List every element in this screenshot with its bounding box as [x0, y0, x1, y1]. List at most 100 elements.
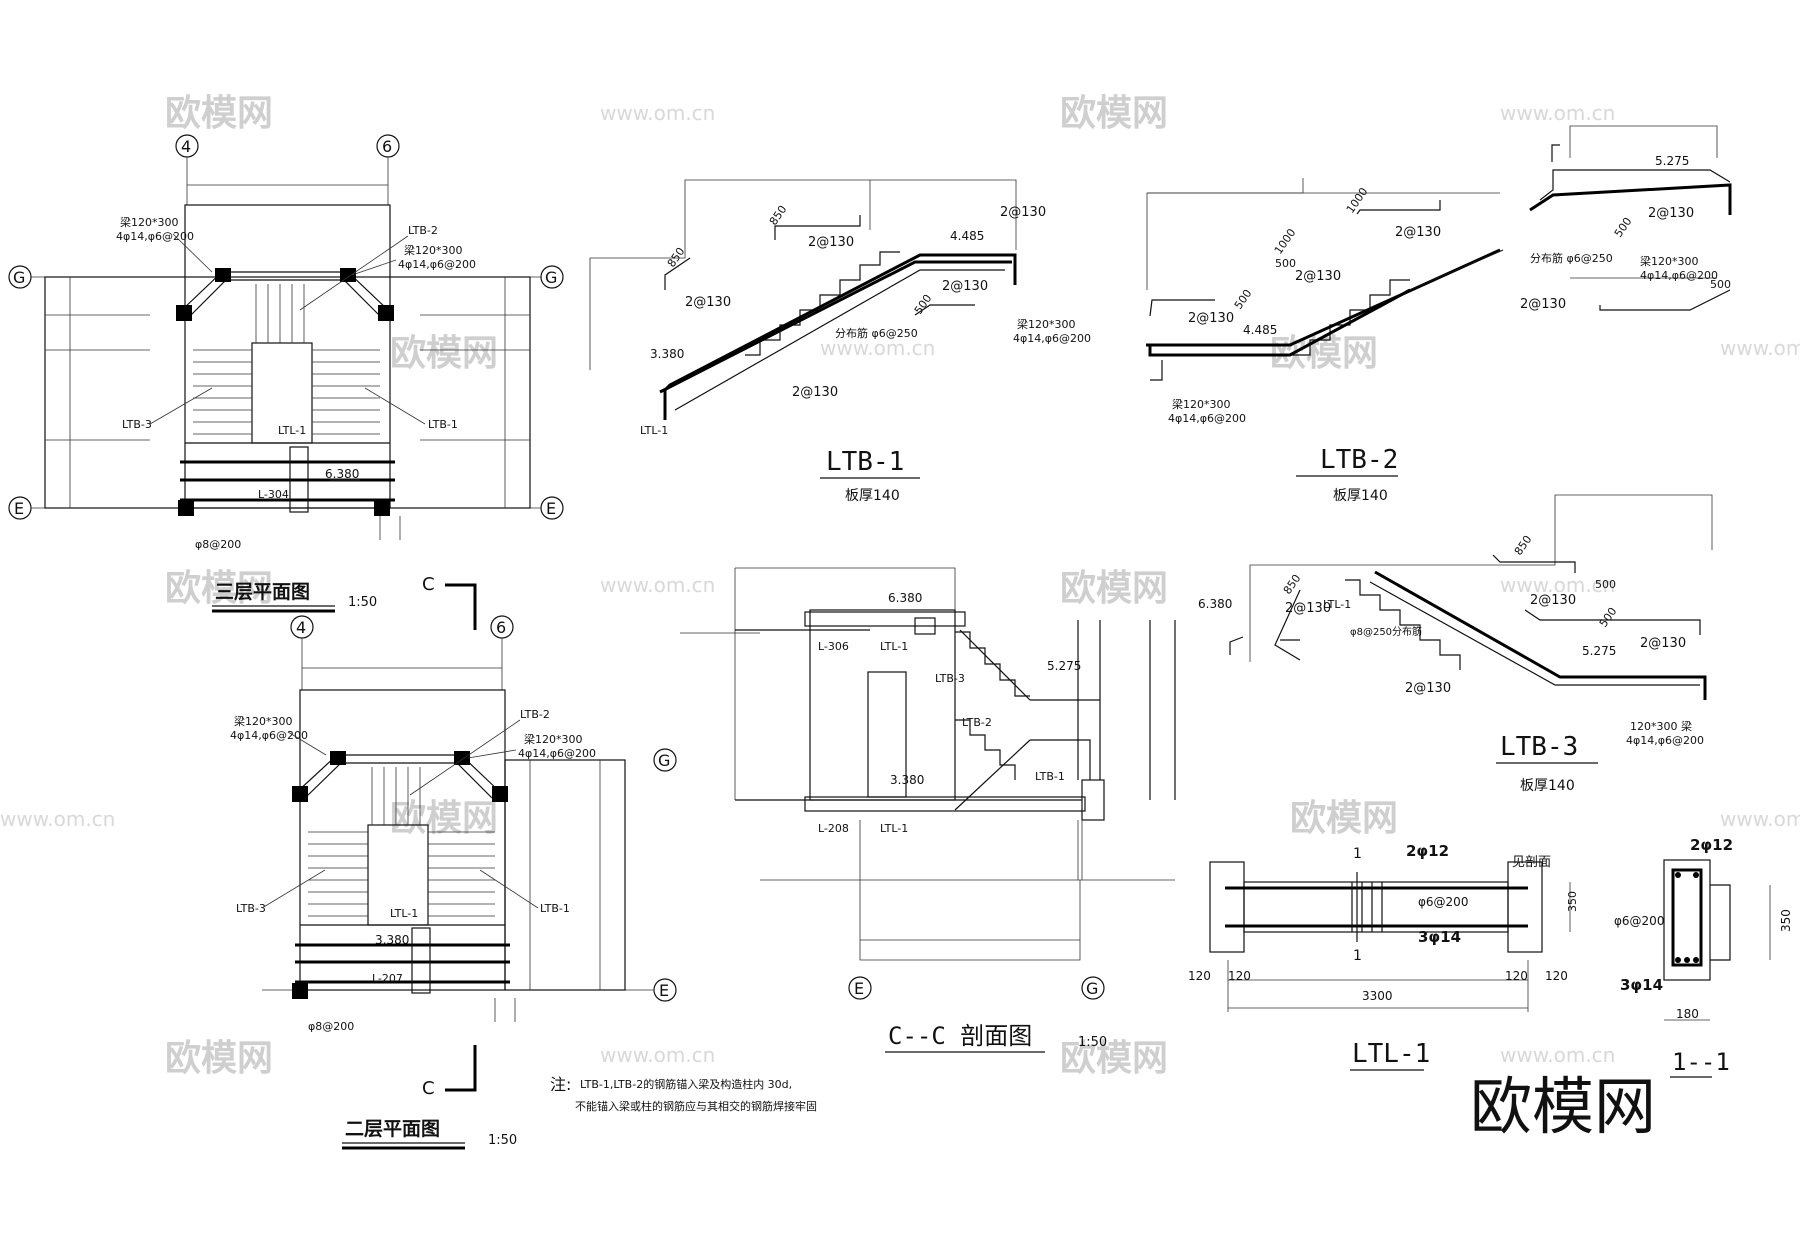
beam-note-left-2: 4φ14,φ6@200: [116, 230, 194, 243]
ltb1-label: LTB-1: [1035, 770, 1065, 783]
beam-label: L-304: [258, 488, 289, 501]
dim-850: 850: [1512, 533, 1535, 558]
dim-1000: 1000: [1344, 185, 1371, 215]
axis-bubble-g: [1081, 976, 1105, 1000]
axis-label-4: 4: [181, 137, 191, 156]
rebar-2at130: 2@130: [808, 235, 854, 250]
dim-850: 850: [1281, 572, 1304, 597]
section-mark-number: 1: [1353, 948, 1362, 964]
rebar-2at130: 2@130: [1395, 225, 1441, 240]
height-dim: 350: [1566, 891, 1579, 912]
rebar-2at130: 2@130: [1520, 297, 1566, 312]
watermark-logo: 欧模网: [1060, 1038, 1168, 1079]
rebar-2at130: 2@130: [1188, 311, 1234, 326]
watermark-url: www.om.cn: [1720, 807, 1800, 831]
slab-thickness: 板厚140: [1333, 488, 1388, 504]
note-line-1: LTB-1,LTB-2的钢筋锚入梁及构造柱内 30d,: [580, 1077, 792, 1091]
rebar-2at130: 2@130: [1640, 636, 1686, 651]
beam-note-left-1: 梁120*300: [234, 714, 293, 728]
axis-label-4: 4: [296, 618, 306, 637]
axis-label-e: E: [14, 499, 24, 518]
beam-note-3: 梁120*300: [1172, 397, 1231, 411]
beam-note-right-2: 4φ14,φ6@200: [398, 258, 476, 271]
general-note: 注: LTB-1,LTB-2的钢筋锚入梁及构造柱内 30d, 不能锚入梁或柱的钢…: [550, 1075, 817, 1113]
dim-500: 500: [1710, 278, 1731, 291]
width-dim: 180: [1676, 1007, 1699, 1021]
rebar-2at130: 2@130: [1295, 269, 1341, 284]
elevation-label: 6.380: [325, 467, 359, 481]
rebar-label: φ8@200: [195, 538, 241, 551]
watermark-url: www.om.cn: [1500, 1043, 1615, 1067]
section-mark-number: 1: [1353, 846, 1362, 862]
watermark-logo: 欧模网: [1290, 798, 1398, 839]
span-dim: 3300: [1362, 989, 1393, 1003]
dim-500: 500: [1232, 287, 1255, 312]
distribution-rebar: φ8@250分布筋: [1350, 625, 1422, 638]
watermark-logo: 欧模网: [1060, 568, 1168, 609]
dim-850: 850: [767, 203, 790, 228]
axis-label-e: E: [659, 981, 669, 1000]
beam-l306: L-306: [818, 640, 849, 653]
stirrup-label: φ6@200: [1418, 895, 1468, 909]
axis-label-g: G: [13, 268, 25, 287]
distribution-rebar: 分布筋 φ6@250: [835, 326, 918, 340]
watermark-logo: 欧模网: [390, 798, 498, 839]
rebar-label: φ8@200: [308, 1020, 354, 1033]
elevation-label: 3.380: [375, 933, 409, 947]
elevation-mid: 5.275: [1582, 644, 1616, 658]
watermark-layer: 欧模网 欧模网 欧模网 欧模网 欧模网 欧模网 欧模网 欧模网 欧模网 欧模网 …: [0, 93, 1800, 1079]
ltb2-label: LTB-2: [408, 224, 438, 237]
section-cc: E G 6.380 5.275 3.380 L-306 LTL-1 LTB-3 …: [680, 567, 1176, 1053]
ltb3-label: LTB-3: [935, 672, 965, 685]
ltb1-label: LTB-1: [428, 418, 458, 431]
dim-500: 500: [1612, 215, 1635, 240]
rebar-2at130: 2@130: [942, 279, 988, 294]
plan-scale: 1:50: [488, 1133, 517, 1148]
elevation-top: 4.485: [950, 229, 984, 243]
ltl1-label: LTL-1: [880, 822, 908, 835]
note-line-2: 不能锚入梁或柱的钢筋应与其相交的钢筋焊接牢固: [575, 1099, 817, 1113]
top-bar-label: 2φ12: [1690, 836, 1733, 854]
distribution-rebar: 分布筋 φ6@250: [1530, 251, 1613, 265]
axis-label-e-right: E: [546, 499, 556, 518]
detail-title: LTB-2: [1320, 445, 1398, 475]
section-mark-letter: C: [422, 1078, 435, 1099]
plan-second-floor: 4 6 G E: [230, 615, 677, 1150]
plan-title: 二层平面图: [345, 1118, 440, 1140]
ltb2-label: LTB-2: [520, 708, 550, 721]
elevation-6380: 6.380: [888, 591, 922, 605]
detail-title: LTL-1: [1352, 1039, 1430, 1069]
section-scale: 1:50: [1078, 1035, 1107, 1050]
watermark-url: www.om.cn: [1500, 573, 1615, 597]
axis-bubble-g: [653, 748, 677, 772]
beam-note-right-1: 梁120*300: [524, 732, 583, 746]
stair-treads-right: [312, 349, 380, 435]
beam-note-2: 4φ14,φ6@200: [1626, 734, 1704, 747]
stair-treads-left: [308, 831, 368, 917]
dim-500: 500: [1275, 257, 1296, 270]
slab-thickness: 板厚140: [1520, 778, 1575, 794]
watermark-logo: 欧模网: [165, 93, 273, 134]
watermark-url: www.om.cn: [0, 807, 115, 831]
rebar-2at130: 2@130: [685, 295, 731, 310]
elevation-3380: 3.380: [890, 773, 924, 787]
ltb1-detail: 850 850 2@130 2@130 2@130 2@130 2@130 4.…: [589, 179, 1091, 504]
dim-120: 120: [1505, 969, 1528, 983]
ltb2-label: LTB-2: [962, 716, 992, 729]
watermark-logo: 欧模网: [165, 568, 273, 609]
rebar-2at130: 2@130: [1530, 593, 1576, 608]
ltl1-beam-detail: 1 1 2φ12 φ6@200 3φ14 见剖面 350 120 120 120…: [1188, 842, 1579, 1071]
bottom-bar-label: 3φ14: [1418, 928, 1461, 946]
elevation-5275: 5.275: [1047, 659, 1081, 673]
axis-label-g-right: G: [545, 268, 557, 287]
section-title: C--C 剖面图: [888, 1022, 1032, 1050]
rebar-2at130: 2@130: [1000, 205, 1046, 220]
ltl1-label: LTL-1: [640, 424, 668, 437]
ltl1-label: LTL-1: [1323, 598, 1351, 611]
watermark-url: www.om.cn: [1500, 101, 1615, 125]
dim-850: 850: [665, 245, 688, 270]
watermark-url: www.om.cn: [600, 573, 715, 597]
top-bar-label: 2φ12: [1406, 842, 1449, 860]
dim-500: 500: [1597, 605, 1620, 630]
